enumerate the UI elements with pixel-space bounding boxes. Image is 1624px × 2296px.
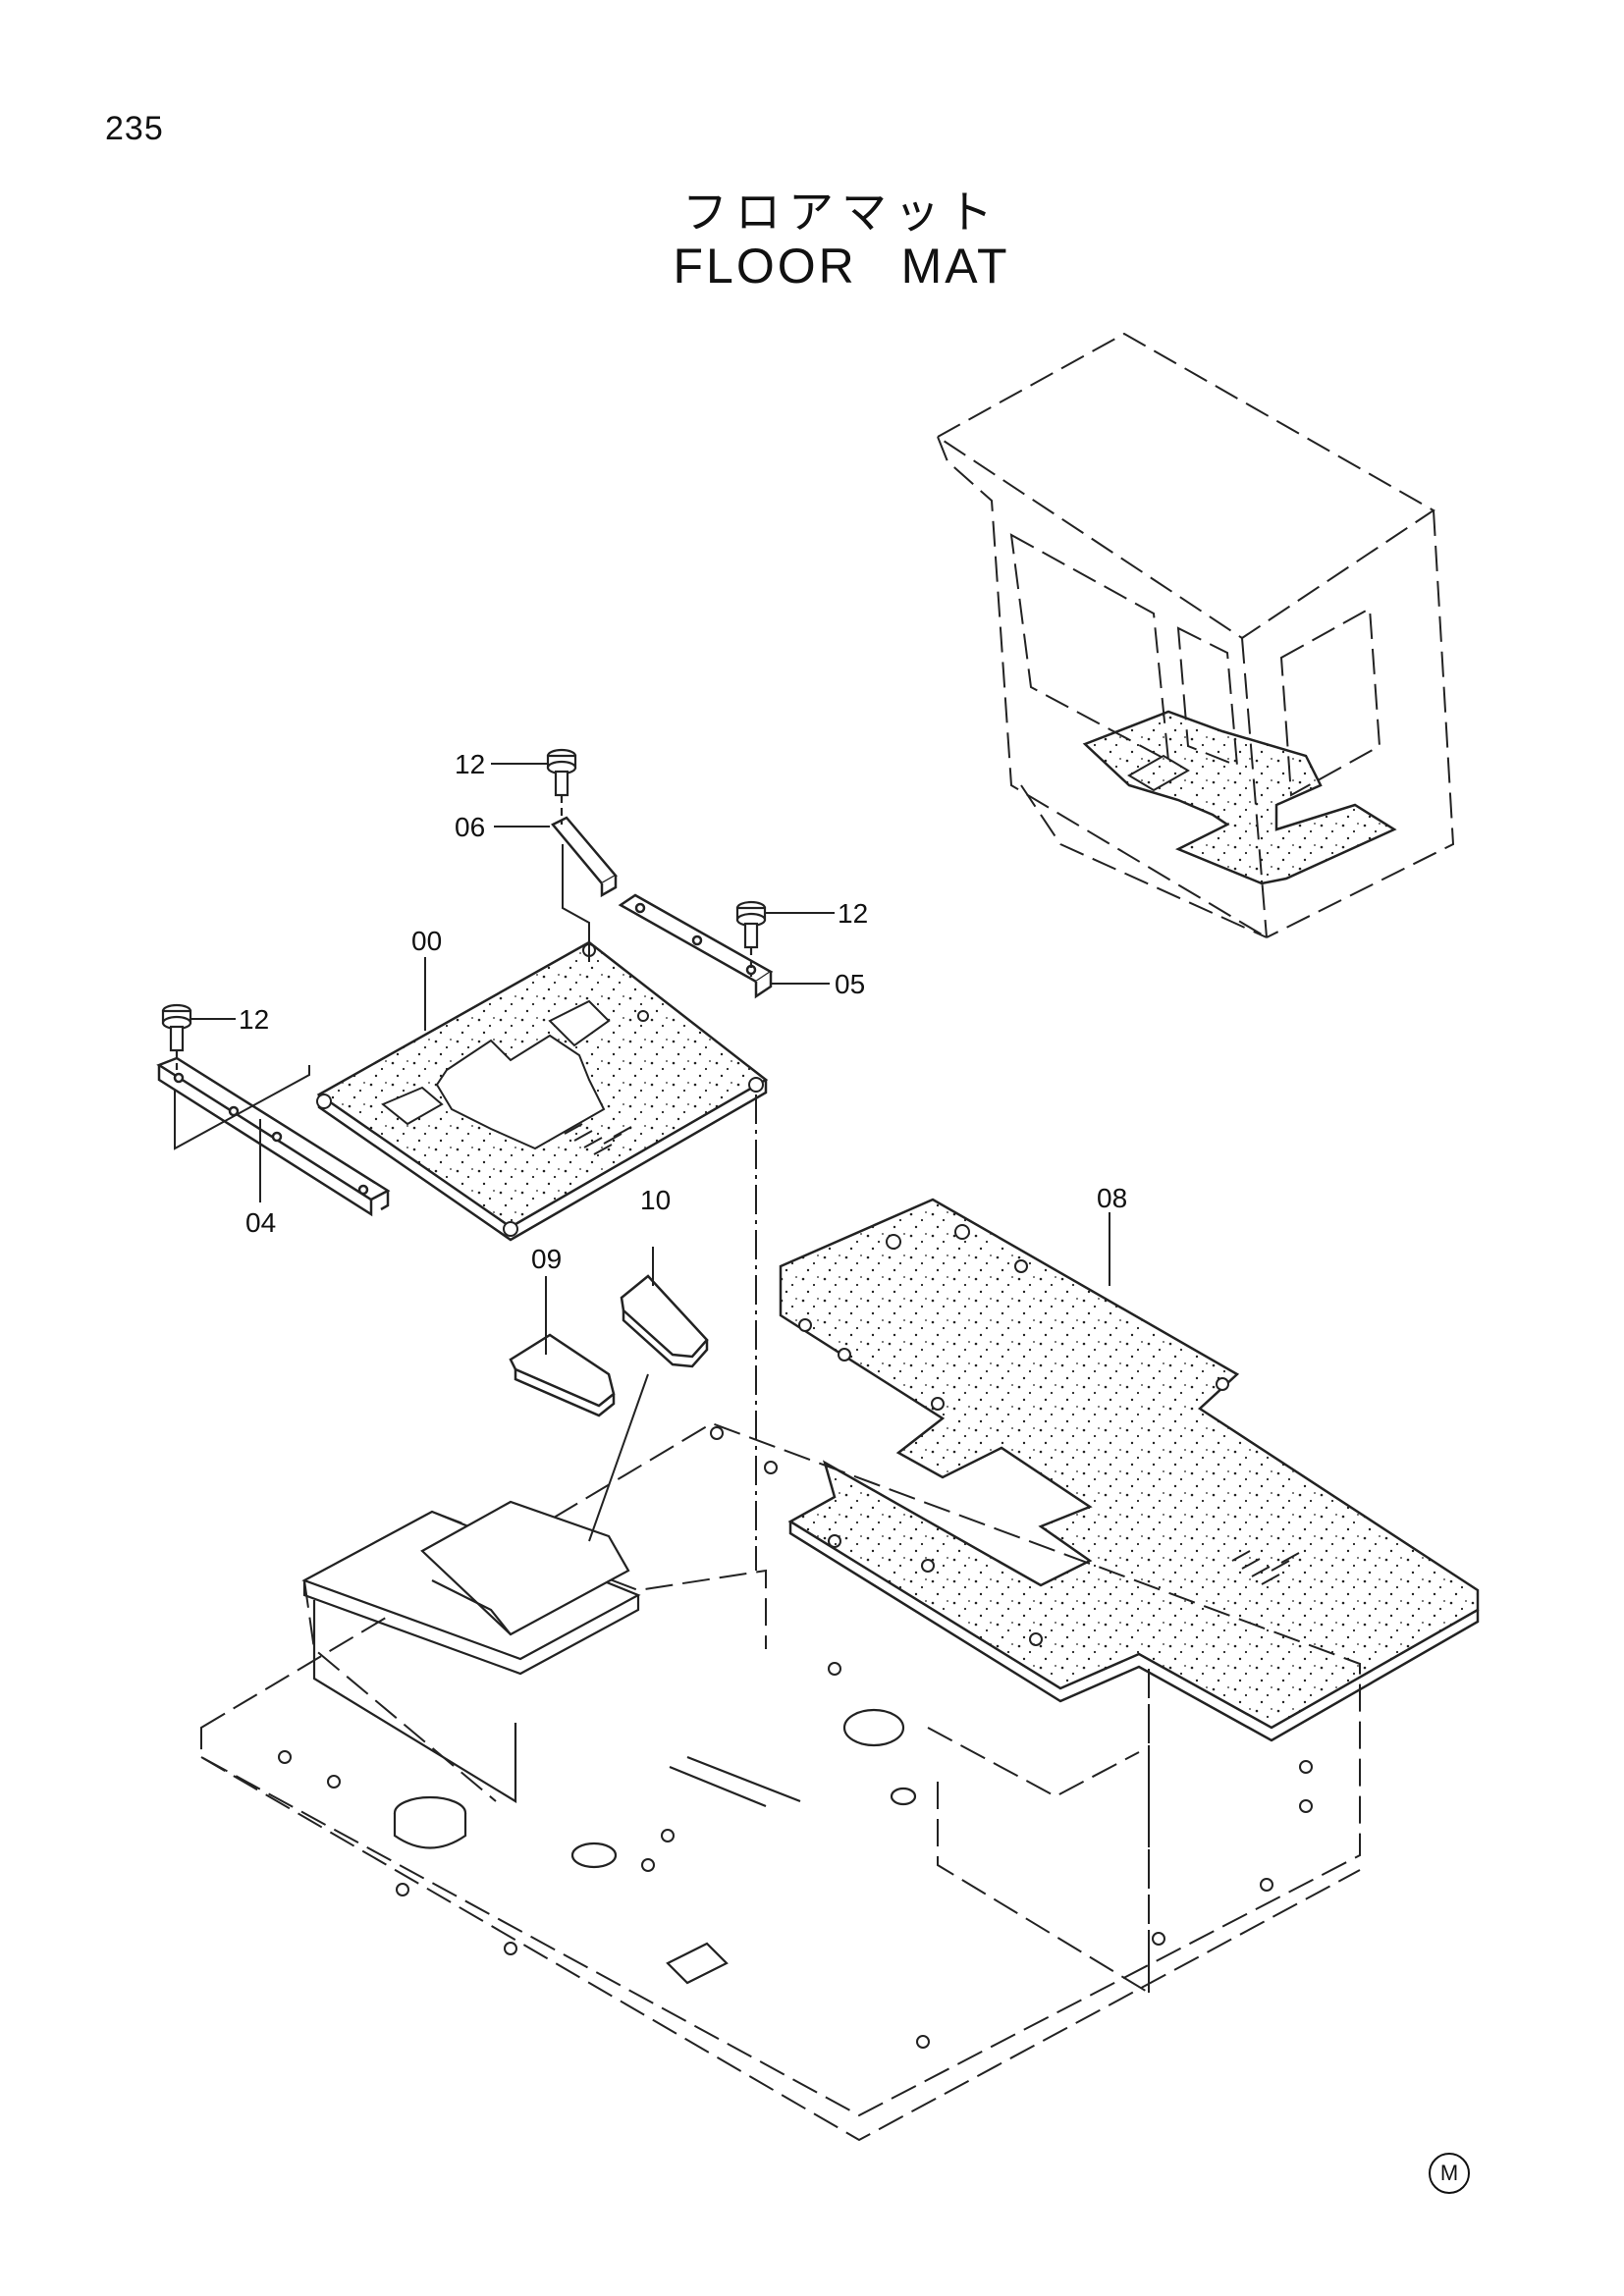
page-number: 235 bbox=[105, 110, 164, 147]
callout-08: 08 bbox=[1097, 1183, 1127, 1213]
leader-lines-pedal bbox=[545, 1247, 654, 1542]
callout-05: 05 bbox=[835, 969, 865, 999]
callout-09: 09 bbox=[531, 1244, 562, 1274]
bracket-05 bbox=[618, 893, 774, 999]
pedal-pad-10 bbox=[620, 1274, 709, 1368]
callout-leaders bbox=[191, 763, 1110, 1286]
callout-04: 04 bbox=[245, 1207, 276, 1238]
callout-12-top: 12 bbox=[455, 749, 485, 779]
callout-12-left: 12 bbox=[239, 1004, 269, 1035]
front-mat-00 bbox=[316, 940, 769, 1242]
bracket-04 bbox=[156, 1056, 391, 1217]
main-mat-08 bbox=[779, 1198, 1480, 1742]
floor-plate-holes bbox=[278, 1426, 1313, 2049]
callout-00: 00 bbox=[411, 926, 442, 956]
callout-10: 10 bbox=[640, 1185, 671, 1215]
cab-overview bbox=[936, 332, 1455, 938]
pedal-pad-09 bbox=[509, 1333, 616, 1417]
callout-06: 06 bbox=[455, 812, 485, 842]
pedal-console bbox=[301, 1500, 917, 1985]
manufacturer-mark: M bbox=[1429, 2153, 1470, 2194]
cab-floor-mat bbox=[1082, 710, 1397, 885]
bracket-06 bbox=[551, 816, 618, 962]
title-english: FLOOR MAT bbox=[673, 239, 1010, 294]
title-japanese: フロアマット bbox=[682, 186, 1001, 239]
callout-12-right: 12 bbox=[838, 898, 868, 929]
assembly-lines bbox=[755, 1095, 1150, 1983]
bolt-12 bbox=[161, 748, 767, 1070]
